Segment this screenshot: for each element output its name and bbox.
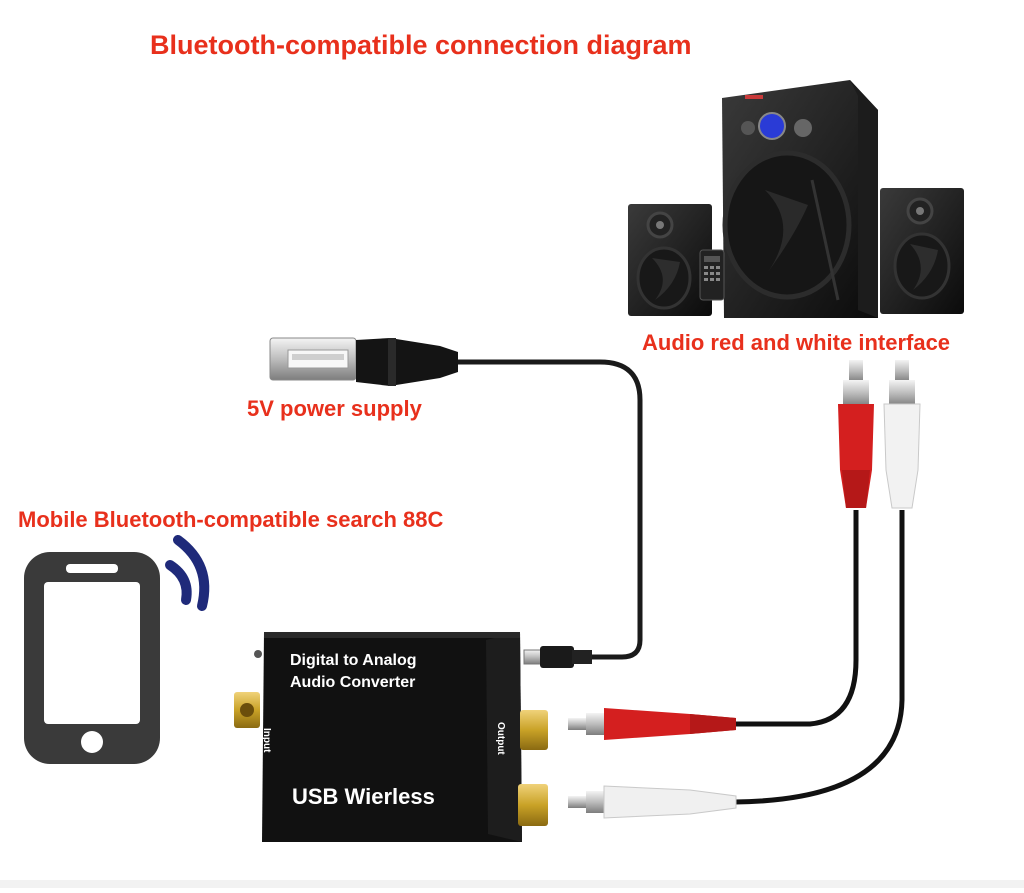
rca-red-plug-speaker [838,360,874,508]
subwoofer [722,80,878,318]
audio-interface-label: Audio red and white interface [642,330,950,356]
diagram-title: Bluetooth-compatible connection diagram [150,30,692,61]
rca-white-plug-device [568,786,736,818]
rca-white-plug-speaker [884,360,920,508]
right-satellite-speaker [880,188,964,314]
device-output-port-label: Output [495,722,506,755]
mobile-bluetooth-label: Mobile Bluetooth-compatible search 88C [18,507,443,533]
dc-barrel-plug [524,646,592,668]
remote-control [700,250,724,300]
bluetooth-waves [170,540,204,606]
speaker-system [628,80,964,318]
device-brand-label: USB Wierless [292,784,435,810]
rca-red-plug-device [568,708,736,740]
mobile-phone [24,552,160,764]
device-input-port-label: Input [261,728,272,752]
device-label-line1: Digital to Analog [290,652,417,670]
power-supply-label: 5V power supply [247,396,422,422]
device-label-line2: Audio Converter [290,674,415,692]
usb-power-cable [270,338,640,657]
left-satellite-speaker [628,204,712,316]
rca-cables [568,360,920,818]
footer-strip [0,880,1024,888]
